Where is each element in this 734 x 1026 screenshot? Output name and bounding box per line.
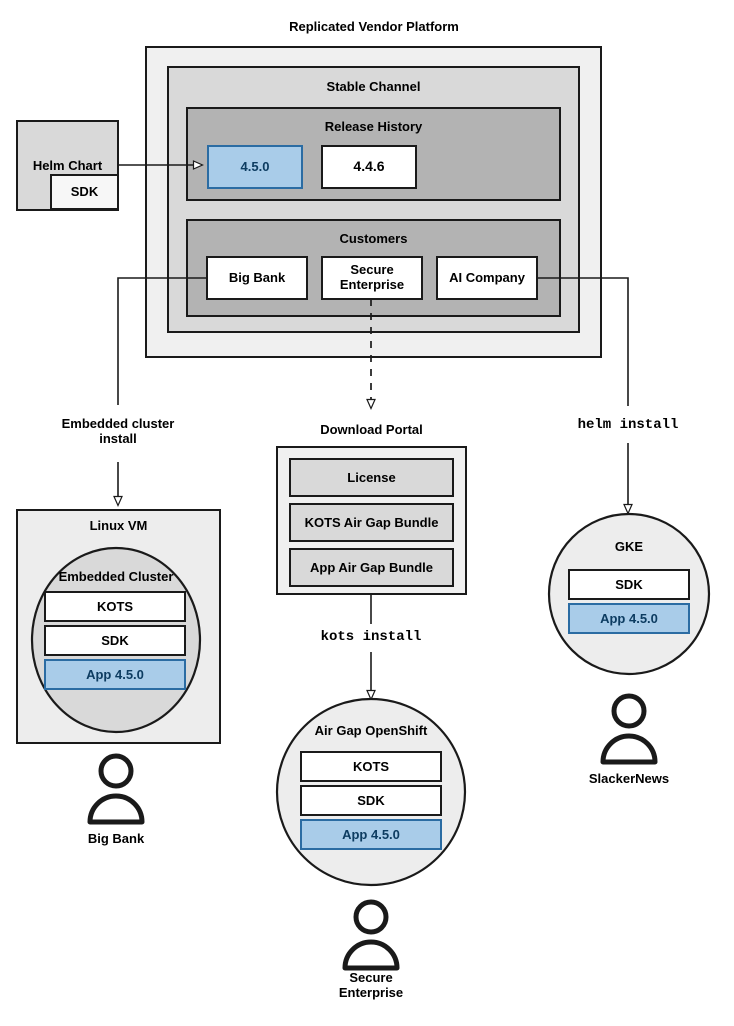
linux-vm-component-0[interactable] (44, 591, 186, 622)
linux-vm-component-2[interactable] (44, 659, 186, 690)
openshift-component-2[interactable] (300, 819, 442, 850)
customer-box-0[interactable] (206, 256, 308, 300)
gke-component-0[interactable] (568, 569, 690, 600)
linux-vm-component-1[interactable] (44, 625, 186, 656)
portal-artifact-2[interactable] (289, 548, 454, 587)
person-icon (600, 693, 658, 765)
release-box-0[interactable] (207, 145, 303, 189)
release-box-1[interactable] (321, 145, 417, 189)
gke-component-1[interactable] (568, 603, 690, 634)
customer-box-2[interactable] (436, 256, 538, 300)
openshift-component-1[interactable] (300, 785, 442, 816)
portal-artifact-1[interactable] (289, 503, 454, 542)
person-icon (342, 899, 400, 971)
connector-bigbank-to-linuxvm-upper (117, 277, 207, 405)
openshift-component-0[interactable] (300, 751, 442, 782)
portal-artifact-0[interactable] (289, 458, 454, 497)
customer-box-1[interactable] (321, 256, 423, 300)
connector-aicompany-to-gke-upper (537, 277, 629, 406)
person-icon (87, 753, 145, 825)
helm-chart-sdk-box[interactable] (50, 174, 119, 210)
